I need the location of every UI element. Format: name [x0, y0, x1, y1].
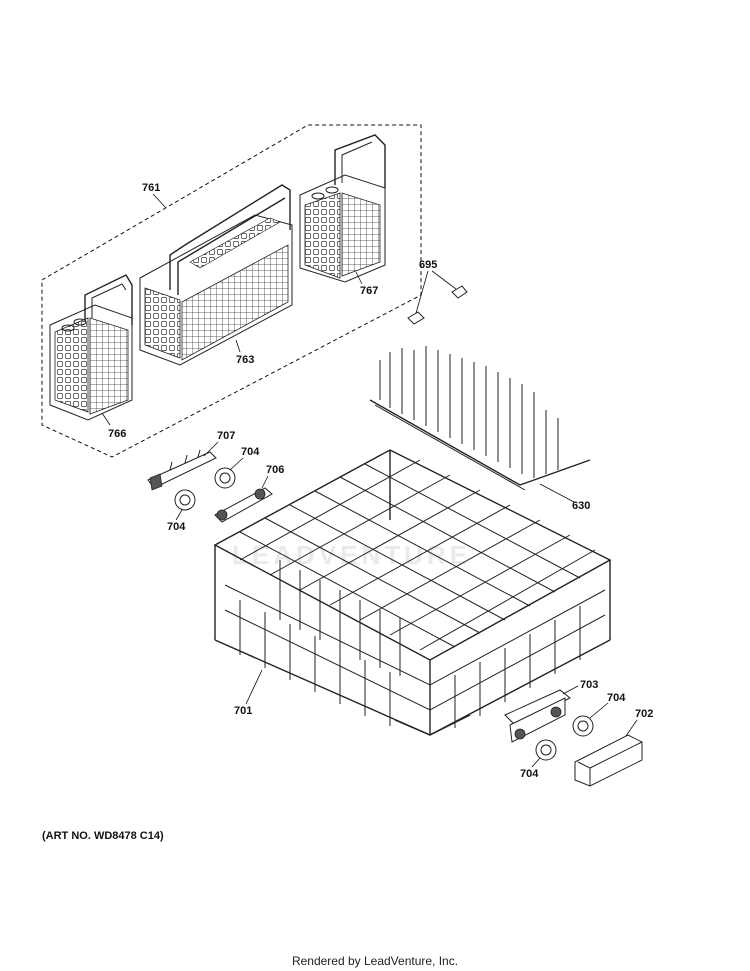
art-number: (ART NO. WD8478 C14): [42, 830, 164, 842]
wheel-bracket-703[interactable]: [504, 689, 571, 743]
footer-credit: Rendered by LeadVenture, Inc.: [291, 954, 459, 968]
small-basket-767[interactable]: [299, 134, 386, 283]
wheel-704-right[interactable]: [572, 715, 594, 737]
label-630[interactable]: 630: [572, 500, 590, 512]
label-701[interactable]: 701: [234, 705, 252, 717]
lower-rack-701[interactable]: [213, 449, 612, 736]
label-695[interactable]: 695: [419, 259, 437, 271]
end-cap-702[interactable]: [574, 734, 643, 787]
label-706[interactable]: 706: [266, 464, 284, 476]
label-767[interactable]: 767: [360, 285, 378, 297]
label-704-upper[interactable]: 704: [241, 446, 260, 458]
main-basket-763[interactable]: [139, 184, 293, 366]
label-703[interactable]: 703: [580, 679, 598, 691]
wheel-bracket-706[interactable]: [214, 487, 273, 523]
label-704-left[interactable]: 704: [167, 521, 186, 533]
tine-rack-630[interactable]: [369, 346, 591, 491]
label-704-right[interactable]: 704: [607, 692, 626, 704]
label-707[interactable]: 707: [217, 430, 235, 442]
wheel-704-upper[interactable]: [214, 467, 236, 489]
label-761[interactable]: 761: [142, 182, 160, 194]
wheel-704-bottom[interactable]: [535, 739, 557, 761]
clips-695[interactable]: [407, 285, 468, 325]
watermark: LEADVENTURE: [232, 540, 472, 570]
wheel-704-left[interactable]: [174, 489, 196, 511]
label-704-bottom[interactable]: 704: [520, 768, 539, 780]
small-basket-766[interactable]: [49, 274, 133, 421]
label-702[interactable]: 702: [635, 708, 653, 720]
wheel-bracket-707[interactable]: [147, 449, 217, 491]
label-763[interactable]: 763: [236, 354, 254, 366]
label-766[interactable]: 766: [108, 428, 126, 440]
